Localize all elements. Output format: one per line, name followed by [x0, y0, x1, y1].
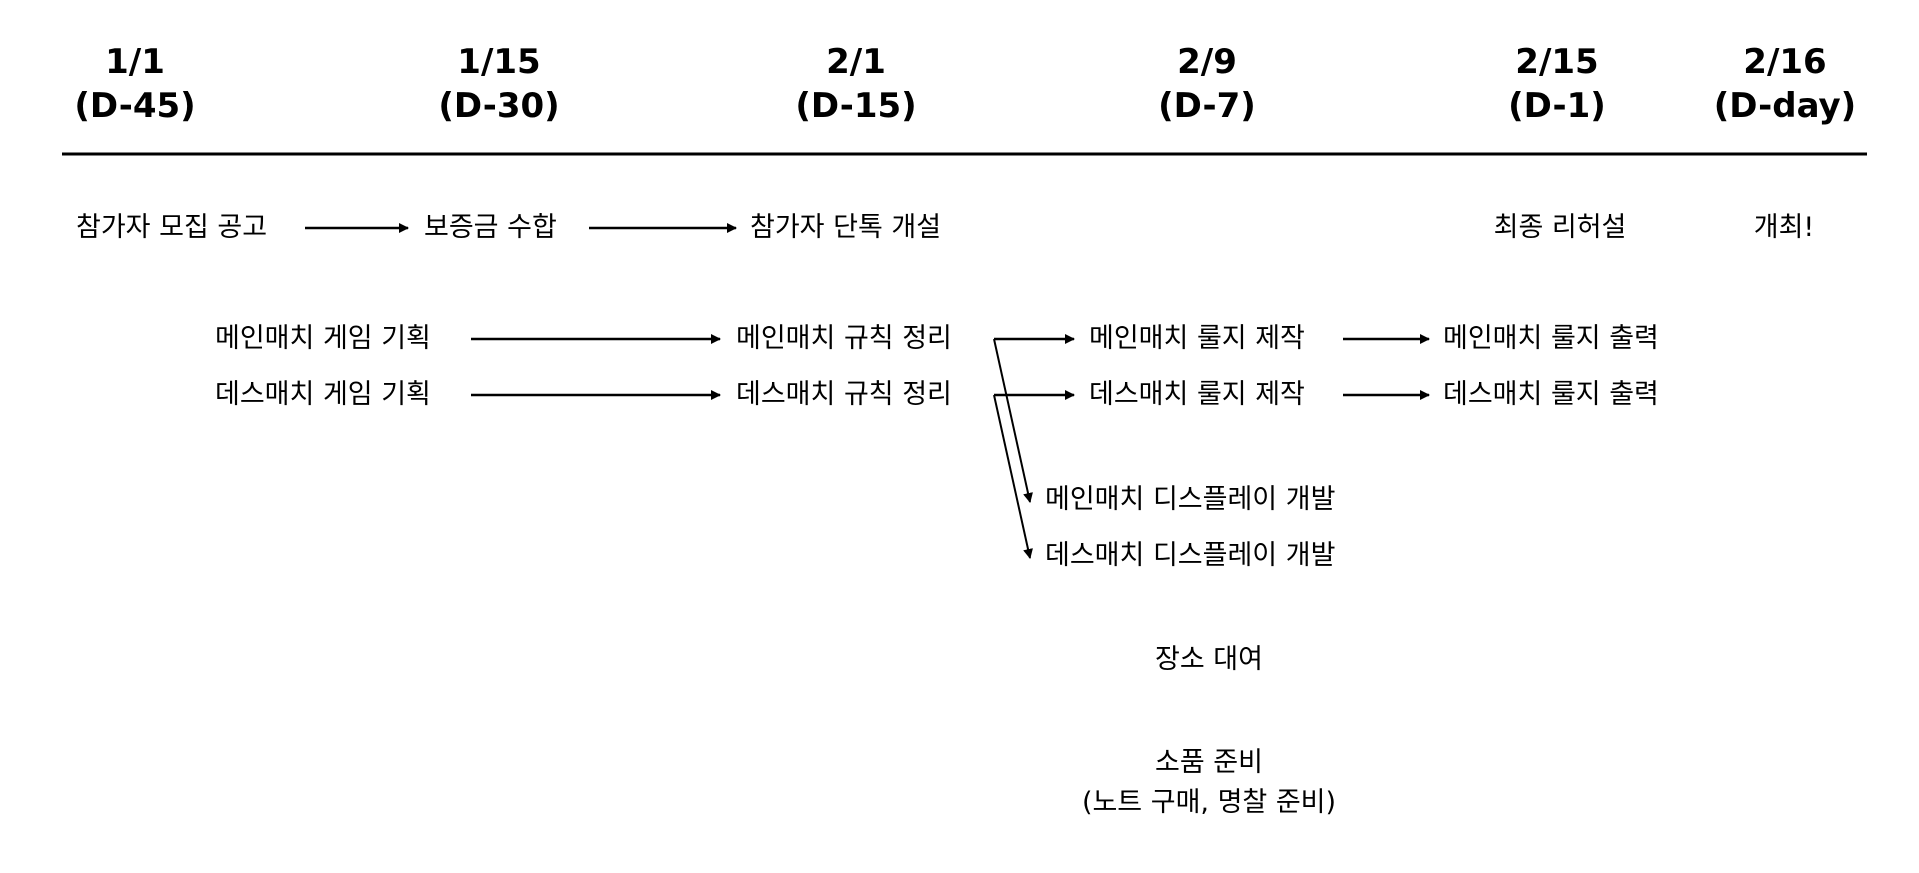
task-recruit: 참가자 모집 공고 — [76, 212, 268, 243]
milestone-date: 2/16 — [1743, 42, 1827, 82]
milestone-6: 2/16(D-day) — [1685, 40, 1885, 128]
task-main-rules: 메인매치 규칙 정리 — [736, 323, 952, 354]
task-deposit: 보증금 수합 — [424, 212, 557, 243]
milestone-1: 1/1(D-45) — [35, 40, 235, 128]
task-group-chat: 참가자 단톡 개설 — [750, 212, 942, 243]
task-main-sheet: 메인매치 룰지 제작 — [1089, 323, 1305, 354]
milestone-3: 2/1(D-15) — [756, 40, 956, 128]
task-props-detail: (노트 구매, 명찰 준비) — [1081, 787, 1337, 818]
task-rehearsal: 최종 리허설 — [1493, 212, 1627, 243]
milestone-2: 1/15(D-30) — [399, 40, 599, 128]
milestone-dday: (D-15) — [795, 86, 917, 126]
milestone-date: 2/1 — [826, 42, 886, 82]
milestone-dday: (D-1) — [1508, 86, 1606, 126]
task-main-display: 메인매치 디스플레이 개발 — [1045, 484, 1336, 515]
task-main-plan: 메인매치 게임 기획 — [215, 323, 431, 354]
task-death-sheet: 데스매치 룰지 제작 — [1089, 379, 1305, 410]
milestone-dday: (D-7) — [1158, 86, 1256, 126]
milestone-dday: (D-day) — [1713, 86, 1857, 126]
task-venue: 장소 대여 — [1155, 644, 1263, 675]
task-props: 소품 준비 — [1155, 747, 1263, 778]
task-death-plan: 데스매치 게임 기획 — [215, 379, 431, 410]
task-death-rules: 데스매치 규칙 정리 — [736, 379, 952, 410]
task-death-print: 데스매치 룰지 출력 — [1443, 379, 1659, 410]
arrow-main-rules-display — [993, 338, 1033, 503]
milestone-5: 2/15(D-1) — [1457, 40, 1657, 128]
milestone-date: 2/15 — [1515, 42, 1599, 82]
task-event: 개최! — [1753, 212, 1815, 243]
milestone-dday: (D-30) — [438, 86, 560, 126]
milestone-date: 1/15 — [457, 42, 541, 82]
milestone-4: 2/9(D-7) — [1107, 40, 1307, 128]
milestone-dday: (D-45) — [74, 86, 196, 126]
task-main-print: 메인매치 룰지 출력 — [1443, 323, 1659, 354]
arrow-death-rules-display — [993, 394, 1033, 559]
milestone-date: 1/1 — [105, 42, 165, 82]
milestone-date: 2/9 — [1177, 42, 1237, 82]
task-death-display: 데스매치 디스플레이 개발 — [1045, 540, 1336, 571]
